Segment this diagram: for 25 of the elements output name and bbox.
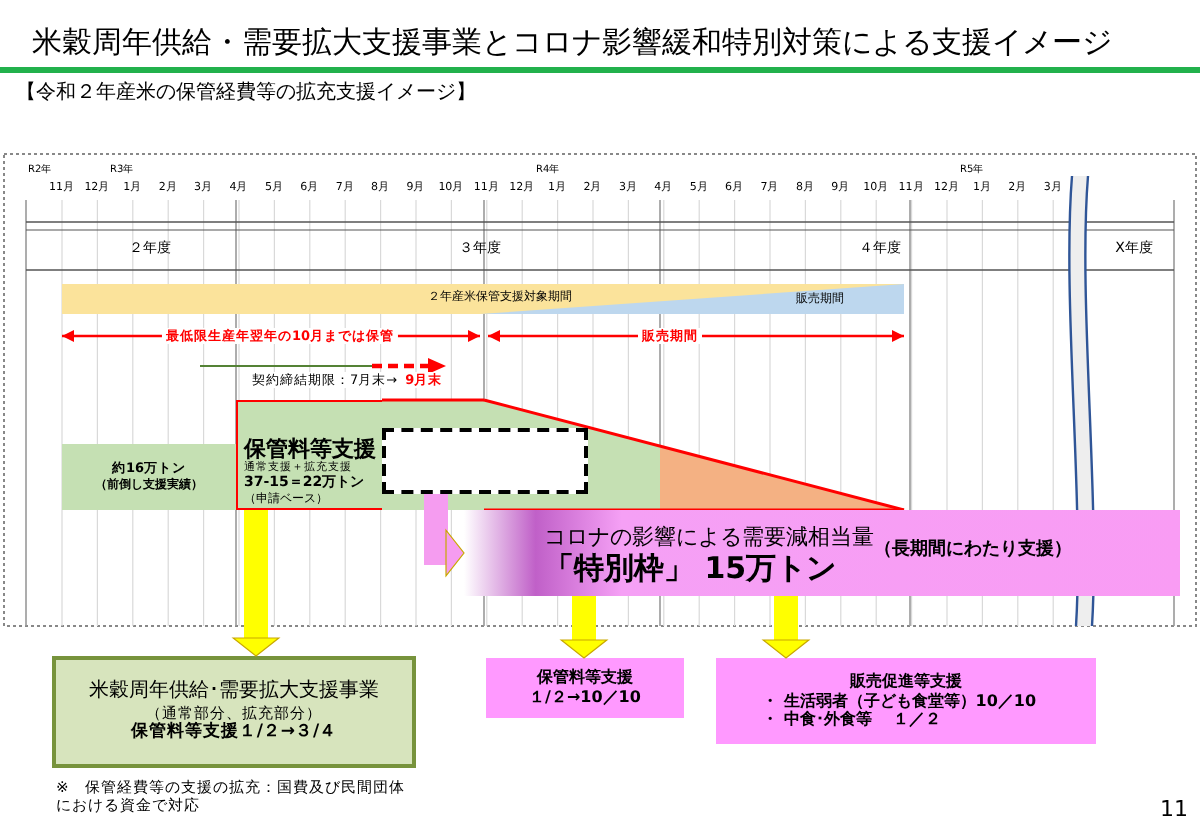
volume-box <box>62 444 236 510</box>
block-arrow <box>424 494 465 578</box>
page-title: 米穀周年供給・需要拡大支援事業とコロナ影響緩和特別対策による支援イメージ <box>32 24 1112 62</box>
section-heading: 【令和２年産米の保管経費等の拡充支援イメージ】 <box>16 82 476 107</box>
box-text: ・ 生活弱者（子ども食堂等）10／10 <box>762 691 1037 711</box>
box-text: （長期間にわたり支援） <box>874 540 1072 562</box>
box-heading: 米穀周年供給･需要拡大支援事業 <box>89 680 379 705</box>
box-heading: 保管料等支援 <box>244 435 376 462</box>
block-arrow <box>761 596 811 659</box>
box-heading: コロナの影響による需要減相当量 <box>544 523 874 551</box>
program-box <box>52 656 416 768</box>
box-text: ・ 中食･外食等 １／２ <box>762 710 942 730</box>
box-text: 「特別枠」 15万トン <box>544 550 837 587</box>
support-box <box>486 658 684 718</box>
special-quota-band <box>464 510 1180 596</box>
box-text: 保管料等支援１/２→３/４ <box>130 722 338 744</box>
dashed-box <box>382 428 588 494</box>
support-box <box>716 658 1096 744</box>
block-arrow <box>231 510 281 657</box>
block-arrow <box>559 596 609 659</box>
support-box <box>236 400 382 510</box>
box-heading: 販売促進等支援 <box>850 672 962 692</box>
page-number: 11 <box>1160 796 1188 824</box>
box-text: １/２→10／10 <box>529 688 641 708</box>
box-heading: 保管料等支援 <box>537 668 633 688</box>
